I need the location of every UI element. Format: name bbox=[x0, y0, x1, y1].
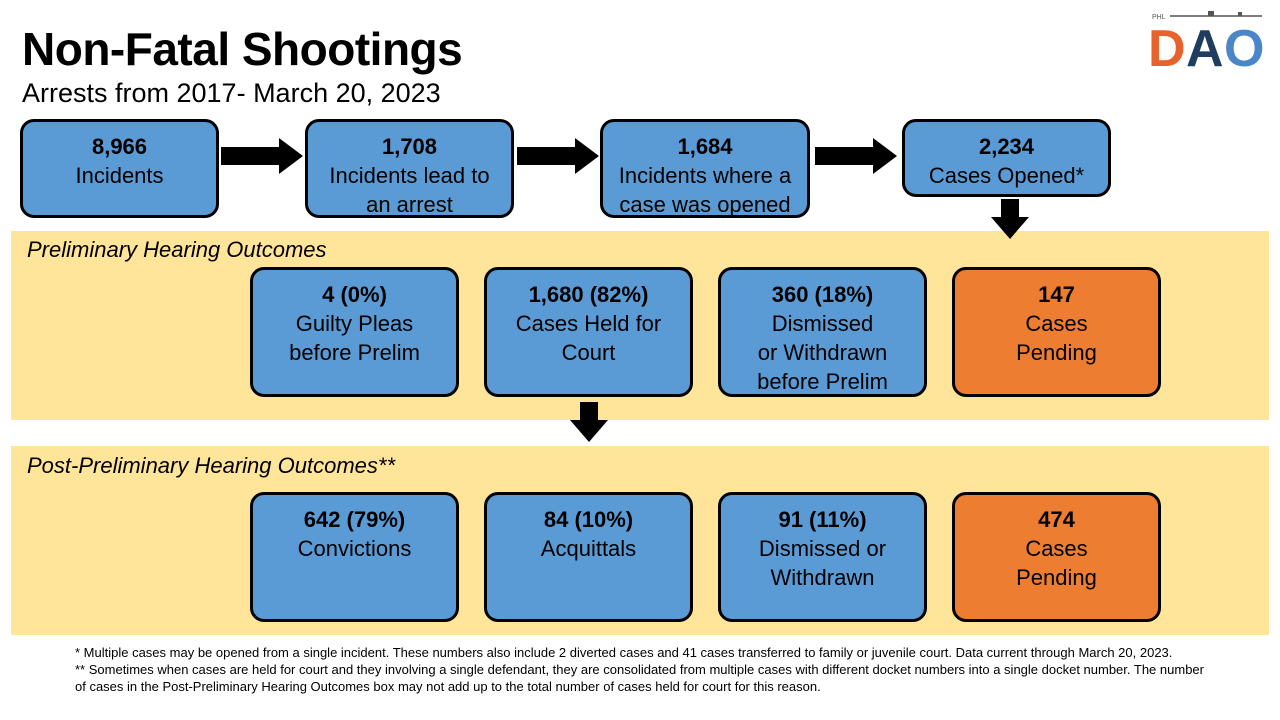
page-title: Non-Fatal Shootings bbox=[22, 23, 463, 75]
post-value: 474 bbox=[1038, 507, 1075, 532]
prelim-box-held-for-court: 1,680 (82%) Cases Held for Court bbox=[484, 267, 693, 397]
svg-text:A: A bbox=[1186, 20, 1224, 72]
flow-value: 1,708 bbox=[381, 134, 438, 159]
post-value: 91 (11%) bbox=[778, 507, 867, 532]
post-box-dismissed: 91 (11%) Dismissed or Withdrawn bbox=[718, 492, 927, 622]
footnotes: * Multiple cases may be opened from a si… bbox=[75, 644, 1215, 695]
prelim-box-pending: 147 Cases Pending bbox=[952, 267, 1161, 397]
arrow-right-icon bbox=[221, 138, 303, 174]
post-box-convictions: 642 (79%) Convictions bbox=[250, 492, 459, 622]
post-box-pending: 474 Cases Pending bbox=[952, 492, 1161, 622]
prelim-value: 1,680 (82%) bbox=[528, 282, 649, 307]
post-value: 84 (10%) bbox=[543, 507, 634, 532]
post-box-acquittals: 84 (10%) Acquittals bbox=[484, 492, 693, 622]
prelim-box-dismissed: 360 (18%) Dismissed or Withdrawn before … bbox=[718, 267, 927, 397]
page-subtitle: Arrests from 2017- March 20, 2023 bbox=[22, 78, 441, 108]
flow-value: 1,684 bbox=[677, 134, 733, 159]
prelim-value: 4 (0%) bbox=[322, 282, 387, 307]
prelim-label: Cases Held for Court bbox=[515, 311, 662, 365]
flow-value: 8,966 bbox=[91, 134, 148, 159]
preliminary-title: Preliminary Hearing Outcomes bbox=[27, 237, 327, 262]
flow-box-case-opened-incidents: 1,684 Incidents where a case was opened bbox=[600, 119, 810, 218]
prelim-label: Cases Pending bbox=[1016, 311, 1097, 365]
arrow-down-icon bbox=[570, 402, 608, 442]
phl-dao-logo: PHL D A O bbox=[1148, 11, 1264, 72]
flow-label: Incidents where a case was opened bbox=[618, 163, 792, 217]
flow-box-cases-opened: 2,234 Cases Opened* bbox=[902, 119, 1111, 197]
flow-box-incidents: 8,966 Incidents bbox=[20, 119, 219, 218]
post-preliminary-title: Post-Preliminary Hearing Outcomes** bbox=[27, 453, 396, 478]
post-label: Dismissed or Withdrawn bbox=[758, 536, 887, 590]
flow-value: 2,234 bbox=[978, 134, 1035, 159]
flow-label: Incidents lead to an arrest bbox=[329, 163, 490, 217]
footnote-2: ** Sometimes when cases are held for cou… bbox=[75, 662, 1204, 694]
prelim-value: 360 (18%) bbox=[771, 282, 874, 307]
svg-text:O: O bbox=[1224, 20, 1264, 72]
prelim-label: Guilty Pleas before Prelim bbox=[289, 311, 420, 365]
post-label: Acquittals bbox=[540, 536, 637, 561]
arrow-down-icon bbox=[991, 199, 1029, 239]
prelim-value: 147 bbox=[1038, 282, 1075, 307]
flow-box-arrests: 1,708 Incidents lead to an arrest bbox=[305, 119, 514, 218]
prelim-box-guilty-pleas: 4 (0%) Guilty Pleas before Prelim bbox=[250, 267, 459, 397]
post-label: Convictions bbox=[297, 536, 412, 561]
arrow-right-icon bbox=[815, 138, 897, 174]
logo-small-text: PHL bbox=[1152, 14, 1166, 21]
arrow-right-icon bbox=[517, 138, 599, 174]
prelim-label: Dismissed or Withdrawn before Prelim bbox=[757, 311, 888, 394]
post-label: Cases Pending bbox=[1016, 536, 1097, 590]
flow-label: Cases Opened* bbox=[928, 163, 1085, 188]
flow-label: Incidents bbox=[75, 163, 164, 188]
footnote-1: * Multiple cases may be opened from a si… bbox=[75, 645, 1173, 660]
post-value: 642 (79%) bbox=[303, 507, 406, 532]
svg-text:D: D bbox=[1148, 20, 1186, 72]
